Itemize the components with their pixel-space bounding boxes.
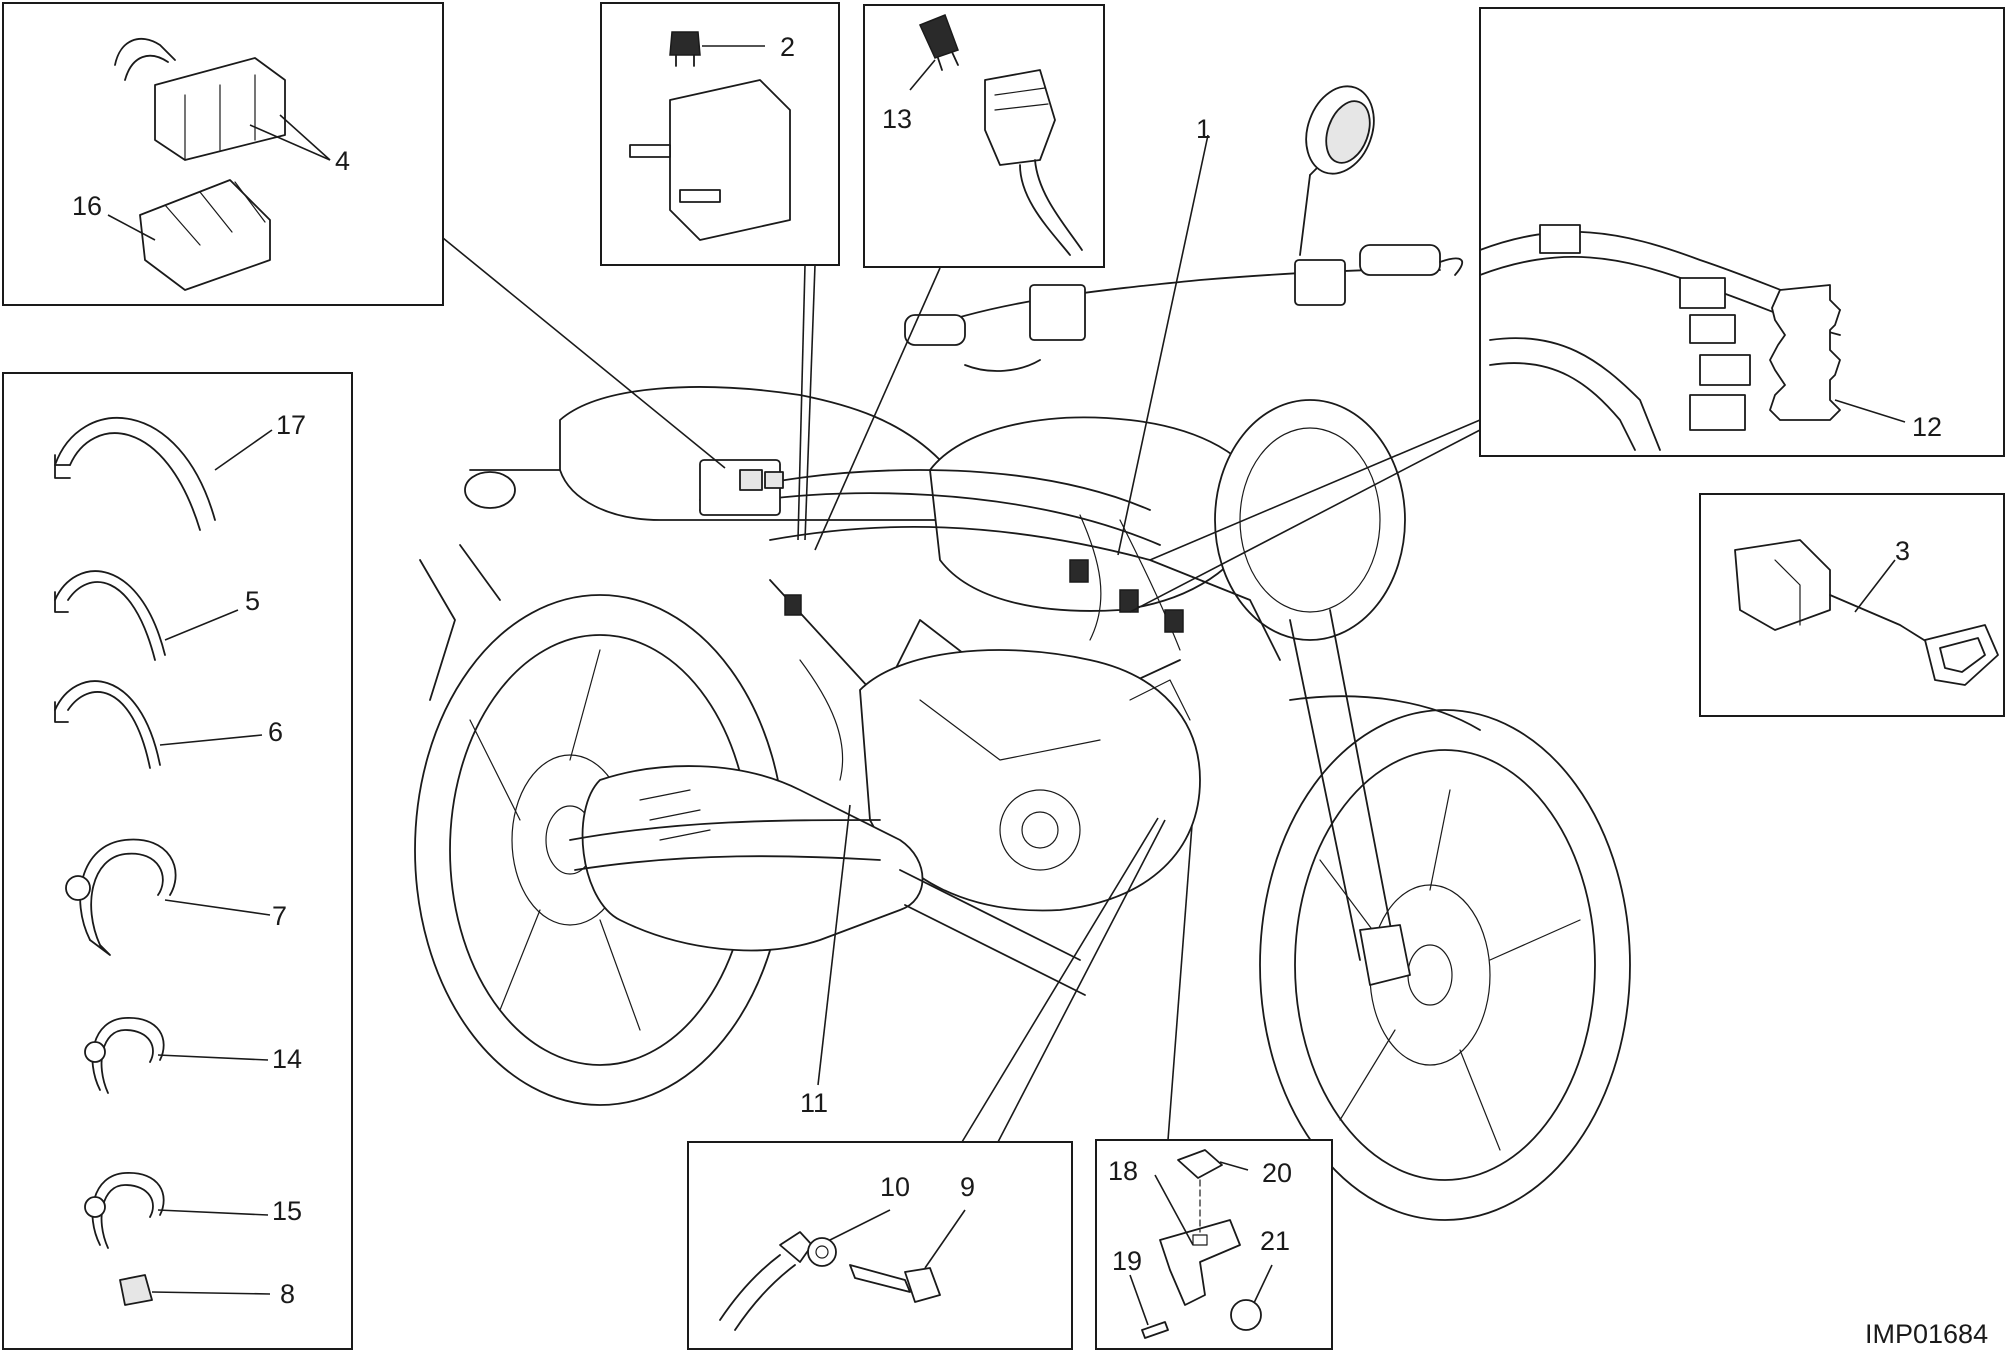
leader-lines: 1 11 (442, 114, 1481, 1143)
detail-box-main-fuse: 2 (600, 2, 840, 266)
bolt-shank (849, 1264, 911, 1293)
detail-box-bracket: 18 20 19 21 (1095, 1139, 1333, 1350)
callout-2: 2 (780, 32, 795, 62)
callout-21: 21 (1260, 1226, 1290, 1256)
detail-box-ground-bolt: 10 9 (687, 1141, 1073, 1350)
screw (1141, 1321, 1169, 1339)
clamp-medium (91, 1017, 165, 1091)
bolt-head (904, 1267, 941, 1303)
cable-tie-medium (54, 570, 166, 656)
callout-10: 10 (880, 1172, 910, 1202)
callout-16: 16 (72, 191, 102, 221)
detail-box-connector-cap: 3 (1699, 493, 2005, 717)
exhaust (581, 765, 924, 952)
callout-3: 3 (1895, 536, 1910, 566)
cable-clip (1769, 284, 1841, 421)
rubber-plug (1230, 1299, 1262, 1331)
cable-tie-large (54, 417, 216, 521)
fuse-holder (669, 79, 791, 241)
callout-11: 11 (800, 1088, 828, 1118)
callout-17: 17 (276, 410, 306, 440)
callout-15: 15 (272, 1196, 302, 1226)
detail-box-relay-cover: 4 16 (2, 2, 444, 306)
callout-8: 8 (280, 1279, 295, 1309)
connector-a (1539, 224, 1581, 254)
connector-b (1679, 277, 1726, 309)
motorcycle-illustration (414, 85, 1631, 1221)
fuse-icon-2 (918, 14, 959, 59)
handlebar (919, 268, 1441, 331)
headlight (1214, 399, 1406, 641)
callout-12: 12 (1912, 412, 1942, 442)
engine (859, 649, 1201, 912)
connector-cap (1734, 539, 1831, 631)
fuse-icon (669, 31, 701, 56)
clip-nut (1177, 1149, 1223, 1179)
grommet (119, 1274, 153, 1306)
callout-18: 18 (1108, 1156, 1138, 1186)
callout-5: 5 (245, 586, 260, 616)
detail-box-connector-clip: 12 (1479, 7, 2005, 457)
callout-20: 20 (1262, 1158, 1292, 1188)
callout-6: 6 (268, 717, 283, 747)
callout-9: 9 (960, 1172, 975, 1202)
callout-14: 14 (272, 1044, 302, 1074)
relay-cover (139, 179, 271, 291)
clamp-large (79, 838, 177, 941)
callout-19: 19 (1112, 1246, 1142, 1276)
callout-4: 4 (335, 146, 350, 176)
detail-box-cable-ties-clamps: 17 5 6 7 14 15 8 (2, 372, 353, 1350)
detail-box-fuse-socket: 13 (863, 4, 1105, 268)
callout-7: 7 (272, 901, 287, 931)
callout-13: 13 (882, 104, 912, 134)
lock-washer (807, 1237, 837, 1267)
callout-1: 1 (1196, 114, 1211, 144)
cable-tie-small (54, 680, 161, 766)
bracket (1159, 1219, 1241, 1306)
clamp-small (91, 1172, 165, 1246)
figure-code: IMP01684 (1865, 1319, 1988, 1349)
